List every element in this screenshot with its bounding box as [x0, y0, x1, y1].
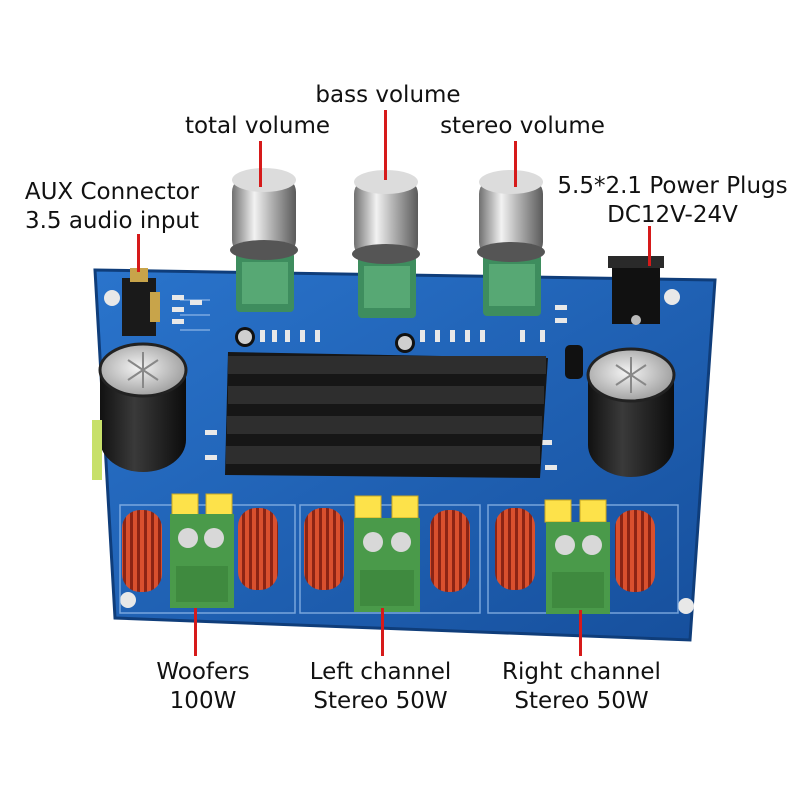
label-stereo-volume: stereo volume	[440, 113, 605, 139]
label-power-line1: 5.5*2.1 Power Plugs	[557, 173, 788, 199]
label-right-line2: Stereo 50W	[514, 688, 649, 714]
pot-stereo-volume	[477, 170, 545, 316]
big-capacitor-left	[98, 342, 188, 472]
smd-parts	[172, 295, 567, 470]
pointer-left	[381, 608, 384, 656]
label-left-line2: Stereo 50W	[313, 688, 448, 714]
pointer-aux	[137, 234, 140, 272]
label-woofers-line2: 100W	[169, 688, 237, 714]
label-aux-line2: 3.5 audio input	[24, 208, 200, 234]
label-aux-line1: AUX Connector	[24, 179, 200, 205]
inductor-coils	[122, 508, 655, 592]
edge-strip	[92, 420, 102, 480]
pot-total-volume	[230, 168, 298, 312]
small-caps	[235, 327, 583, 379]
label-woofers-line1: Woofers	[156, 659, 250, 685]
mount-hole	[664, 289, 680, 305]
mount-hole	[678, 598, 694, 614]
pointer-power	[648, 226, 651, 266]
label-total-volume: total volume	[184, 113, 331, 139]
terminal-woofer	[170, 514, 234, 608]
mount-hole	[104, 290, 120, 306]
label-power-line2: DC12V-24V	[607, 202, 738, 228]
aux-jack	[122, 268, 160, 336]
label-left-line1: Left channel	[309, 659, 452, 685]
film-capacitors	[171, 493, 607, 523]
label-bass-volume: bass volume	[315, 82, 461, 108]
terminal-right	[546, 522, 610, 614]
pointer-stereo-volume	[514, 141, 517, 187]
pot-bass-volume	[352, 170, 420, 318]
mount-hole	[120, 592, 136, 608]
terminal-left	[354, 518, 420, 612]
power-jack	[608, 256, 664, 325]
big-capacitor-right	[586, 347, 676, 477]
heatsink	[225, 352, 548, 478]
label-right-line1: Right channel	[502, 659, 661, 685]
pointer-woofers	[194, 608, 197, 656]
pointer-total-volume	[259, 141, 262, 187]
pointer-bass-volume	[384, 110, 387, 180]
pointer-right	[579, 610, 582, 656]
